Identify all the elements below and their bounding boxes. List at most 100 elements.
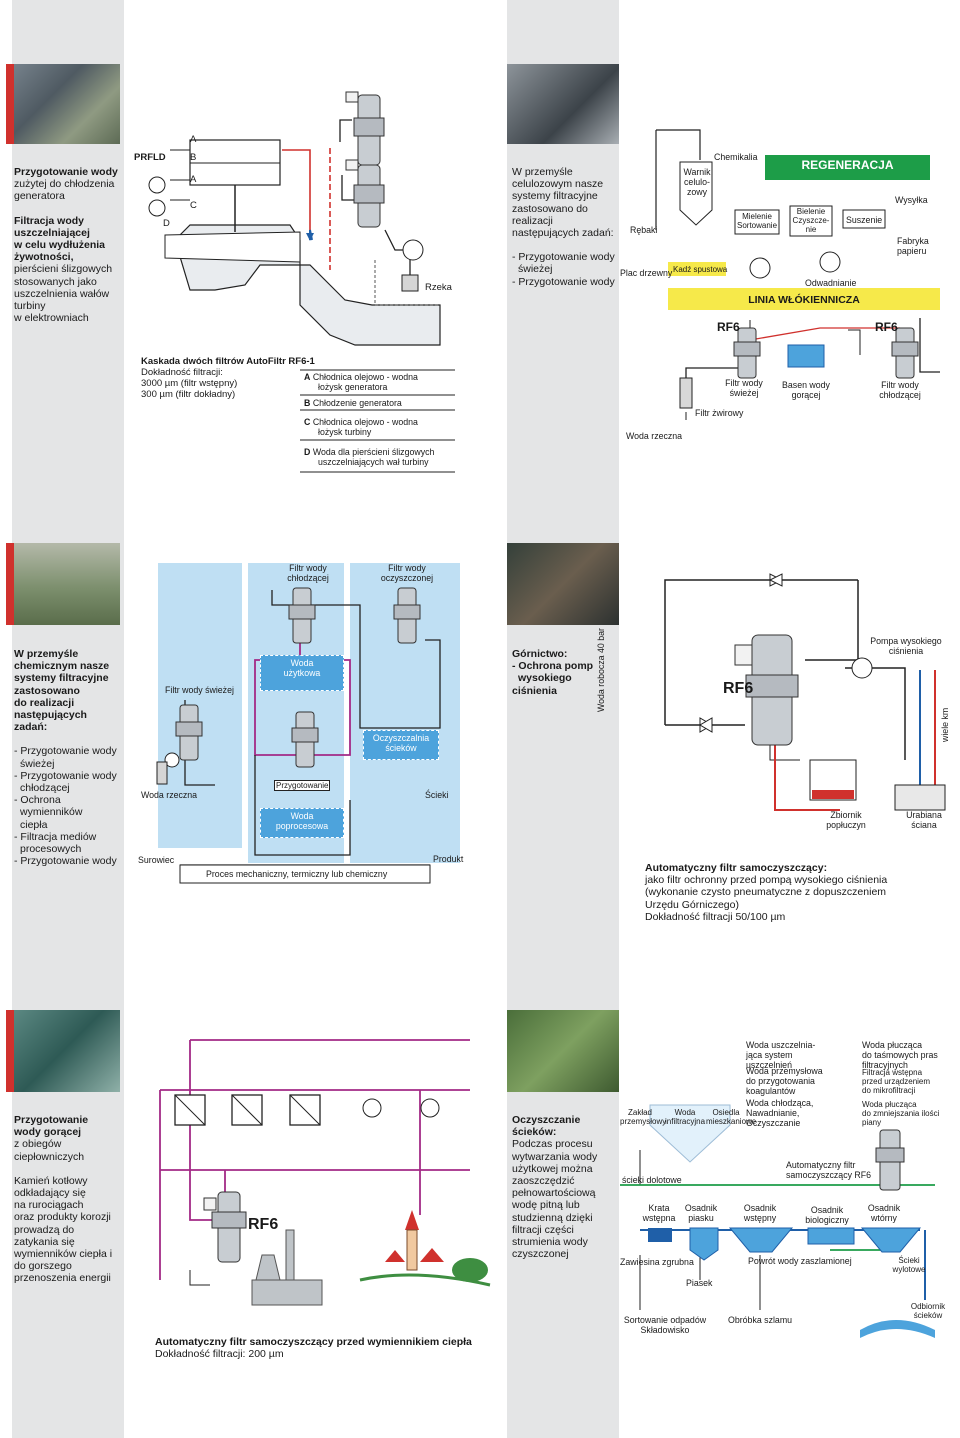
s5-caption-line: Dokładność filtracji: 200 µm xyxy=(155,1348,284,1361)
s2-line: systemy filtracyjne xyxy=(512,190,598,203)
s4-caption: Automatyczny filtr samoczyszczący: jako … xyxy=(645,862,945,923)
river-outlet xyxy=(860,1320,935,1338)
s6-zaklad-1: Zakład xyxy=(627,1108,652,1117)
s5-body: odkładający się xyxy=(14,1187,86,1200)
s1-line: stosowanych jako xyxy=(14,275,97,288)
s1-legend-line: Dokładność filtracji: xyxy=(141,367,223,378)
s4-urabiana: Urabiana ściana xyxy=(898,810,950,830)
legend-text: łożysk turbiny xyxy=(318,427,372,437)
s2-warnik-2: celulo- xyxy=(684,177,710,187)
s6-plucz-2: do taśmowych pras xyxy=(862,1050,938,1060)
s6-uszcz-1: Woda uszczelnia- xyxy=(746,1040,816,1050)
s2-suszenie: Suszenie xyxy=(846,215,883,225)
s2-warnik: Warnik celulo- zowy xyxy=(683,167,711,197)
s6-osadnik-wt-1: Osadnik xyxy=(867,1203,901,1213)
s6-chl-1: Woda chłodząca, xyxy=(746,1098,814,1108)
s4-zbiornik-1: Zbiornik xyxy=(830,810,862,820)
s1-label-a2: A xyxy=(190,174,197,185)
s2-woda-rzeczna: Woda rzeczna xyxy=(626,431,683,441)
s5-title: wody gorącej xyxy=(14,1126,82,1139)
s3-list: - Przygotowanie wody xyxy=(14,769,117,782)
s2-filtr-chl: Filtr wody chłodzącej xyxy=(876,380,924,400)
s3-woda-uz-2: użytkowa xyxy=(283,668,321,678)
s6-scieki-dol: ścieki dolotowe xyxy=(622,1175,682,1185)
s2-line: następujących zadań: xyxy=(512,227,614,240)
s6-scieki-wyl-1: Ścieki xyxy=(898,1256,920,1265)
s4-text: Górnictwo: - Ochrona pomp wysokiego ciśn… xyxy=(512,648,622,697)
s6-auto-1: Automatyczny filtr xyxy=(786,1160,856,1170)
s3-oczysz: Oczyszczalnia ścieków xyxy=(363,730,439,760)
s3-przygotowanie: Przygotowanie xyxy=(274,780,331,791)
s3-woda-pro-2: poprocesowa xyxy=(275,821,329,831)
s4-pompa: Pompa wysokiego ciśnienia xyxy=(866,636,946,656)
s3-filtr-chl-1: Filtr wody xyxy=(289,563,327,573)
s5-body: na rurociągach xyxy=(14,1199,84,1212)
s2-rebaki: Rębaki xyxy=(630,225,658,235)
s6-zaklad-2: przemysłowy xyxy=(620,1117,667,1126)
gravel-filter xyxy=(679,377,693,409)
s2-filtr-swiezej: Filtr wody świeżej xyxy=(722,378,766,398)
s6-krata-2: wstępna xyxy=(642,1213,676,1223)
filter-top-s1 xyxy=(345,91,385,166)
s4-zbiornik: Zbiornik popłuczyn xyxy=(818,810,874,830)
s6-filtr-3: do mikrofiltracji xyxy=(862,1086,916,1095)
s4-urabiana-1: Urabiana xyxy=(906,810,942,820)
s6-scieki-wyl: Ścieki wylotowe xyxy=(892,1256,926,1274)
s2-plac: Plac drzewny xyxy=(620,268,673,278)
s2-line: - Przygotowanie wody xyxy=(512,275,615,288)
s2-mielenie: Mielenie Sortowanie xyxy=(737,212,777,230)
s1-label-a1: A xyxy=(190,134,197,145)
s6-plucz-3: filtracyjnych xyxy=(862,1060,908,1070)
s4-title: - Ochrona pomp xyxy=(512,660,594,673)
s5-title: z obiegów xyxy=(14,1138,62,1151)
s3-filtr-chl: Filtr wody chłodzącej xyxy=(282,563,334,583)
s5-title: Przygotowanie xyxy=(14,1114,89,1126)
s6-osadnik-w: Osadnik wstępny xyxy=(740,1203,780,1223)
s4-caption-title: Automatyczny filtr samoczyszczący: xyxy=(645,862,828,874)
s6-zaklad: Zakład przemysłowy xyxy=(620,1108,666,1126)
s2-regeneracja: REGENERACJA xyxy=(765,158,930,172)
turbine-shaft xyxy=(164,231,301,263)
s2-line: celulozowym nasze xyxy=(512,178,604,191)
s1-line: w elektrowniach xyxy=(14,312,89,325)
s3-title: chemicznym nasze xyxy=(14,660,110,673)
coarse-screen xyxy=(648,1228,672,1242)
s1-legend-item-d: D Woda dla pierścieni ślizgowych uszczel… xyxy=(304,447,434,467)
s1-left-text: Przygotowanie wody zużytej do chłodzenia… xyxy=(14,166,120,324)
s6-body: wytwarzania wody xyxy=(512,1150,598,1163)
s6-sort-2: Składowisko xyxy=(640,1325,690,1335)
s3-woda-uz: Woda użytkowa xyxy=(260,655,344,691)
s1-line: żywotności, xyxy=(14,251,74,264)
s3-list: - Przygotowanie wody xyxy=(14,855,117,868)
s6-przem: Woda przemysłowa do przygotowania koagul… xyxy=(746,1066,823,1096)
s6-piasek: Piasek xyxy=(686,1278,713,1288)
s3-proces: Proces mechaniczny, termiczny lub chemic… xyxy=(206,869,388,879)
s1-legend-item-c: C Chłodnica olejowo - wodna łożysk turbi… xyxy=(304,417,418,437)
s2-bielenie-1: Bielenie xyxy=(796,207,826,216)
s6-krata-1: Krata xyxy=(648,1203,670,1213)
photo-heat-exchanger xyxy=(6,1010,120,1092)
s4-urabiana-2: ściana xyxy=(911,820,937,830)
high-pressure-pump xyxy=(851,657,873,679)
s6-osadnik-b: Osadnik biologiczny xyxy=(804,1205,850,1225)
s6-osadnik-wt-2: wtórny xyxy=(871,1213,897,1223)
s4-title: ciśnienia xyxy=(512,684,557,697)
s5-body: prowadzą do xyxy=(14,1223,75,1236)
s6-krata: Krata wstępna xyxy=(642,1203,676,1223)
s5-caption: Automatyczny filtr samoczyszczący przed … xyxy=(155,1336,495,1360)
s2-fabryka-2: papieru xyxy=(897,246,927,256)
s2-kadz: Kadź spustowa xyxy=(673,265,728,274)
s5-caption-title: Automatyczny filtr samoczyszczący przed … xyxy=(155,1336,472,1348)
s1-line: generatora xyxy=(14,190,65,203)
s1-legend: Kaskada dwóch filtrów AutoFiltr RF6-1 Do… xyxy=(141,356,315,400)
s2-wysylka: Wysyłka xyxy=(895,195,928,205)
s3-text: W przemyśle chemicznym nasze systemy fil… xyxy=(14,648,120,867)
s4-caption-line: Urzędu Górniczego) xyxy=(645,898,739,911)
s3-title: do realizacji xyxy=(14,696,75,709)
s1-title: Przygotowanie wody xyxy=(14,166,118,178)
s6-scieki-wyl-2: wylotowe xyxy=(892,1265,926,1274)
s6-zawiesina: Zawiesina zgrubna xyxy=(620,1257,694,1267)
s6-filtr-1: Filtracja wstępna xyxy=(862,1068,923,1077)
s6-body: filtracji części xyxy=(512,1223,574,1236)
s2-text: W przemyśle celulozowym nasze systemy fi… xyxy=(512,166,622,288)
